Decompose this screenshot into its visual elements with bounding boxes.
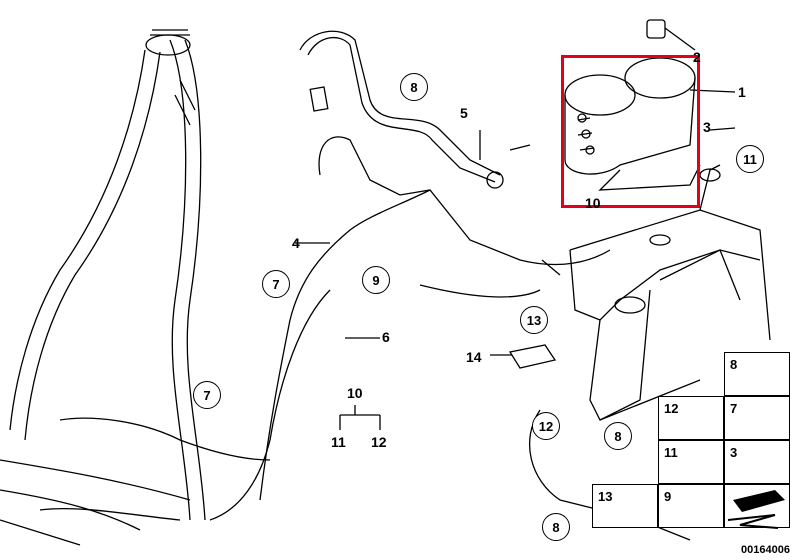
parts-cell-9: 9 <box>658 484 724 528</box>
callout-8-mid: 8 <box>604 422 632 450</box>
label-10-top: 10 <box>585 195 601 211</box>
fuel-filler-neck <box>169 39 191 521</box>
callout-8-bottom: 8 <box>542 513 570 541</box>
callout-7-mid: 7 <box>262 270 290 298</box>
parts-cell-13: 13 <box>592 484 658 528</box>
callout-12: 12 <box>532 412 560 440</box>
canister-bracket <box>659 164 741 301</box>
label-1: 1 <box>738 84 746 100</box>
label-6: 6 <box>382 329 390 345</box>
parts-cell-12: 12 <box>658 396 724 440</box>
label-5: 5 <box>460 105 468 121</box>
parts-cell-7: 7 <box>724 396 790 440</box>
label-10-group: 10 <box>347 385 363 401</box>
arrow-pictogram <box>727 490 785 529</box>
label-4: 4 <box>292 235 300 251</box>
callout-7-left: 7 <box>193 381 221 409</box>
label-11-group: 11 <box>331 434 346 450</box>
fuel-vapor-canister <box>564 57 701 191</box>
callout-9: 9 <box>362 266 390 294</box>
label-14: 14 <box>466 349 482 365</box>
document-id: 00164006 <box>741 544 790 556</box>
label-2: 2 <box>693 49 701 65</box>
label-3: 3 <box>703 119 711 135</box>
parts-cell-11: 11 <box>658 440 724 484</box>
highlight-box <box>561 55 700 208</box>
callout-8-top: 8 <box>400 73 428 101</box>
callout-13: 13 <box>520 306 548 334</box>
parts-cell-3: 3 <box>724 440 790 484</box>
parts-cell-8: 8 <box>724 352 790 396</box>
parts-cell-arrow <box>724 484 790 528</box>
callout-11: 11 <box>736 145 764 173</box>
label-12-group: 12 <box>371 434 387 450</box>
